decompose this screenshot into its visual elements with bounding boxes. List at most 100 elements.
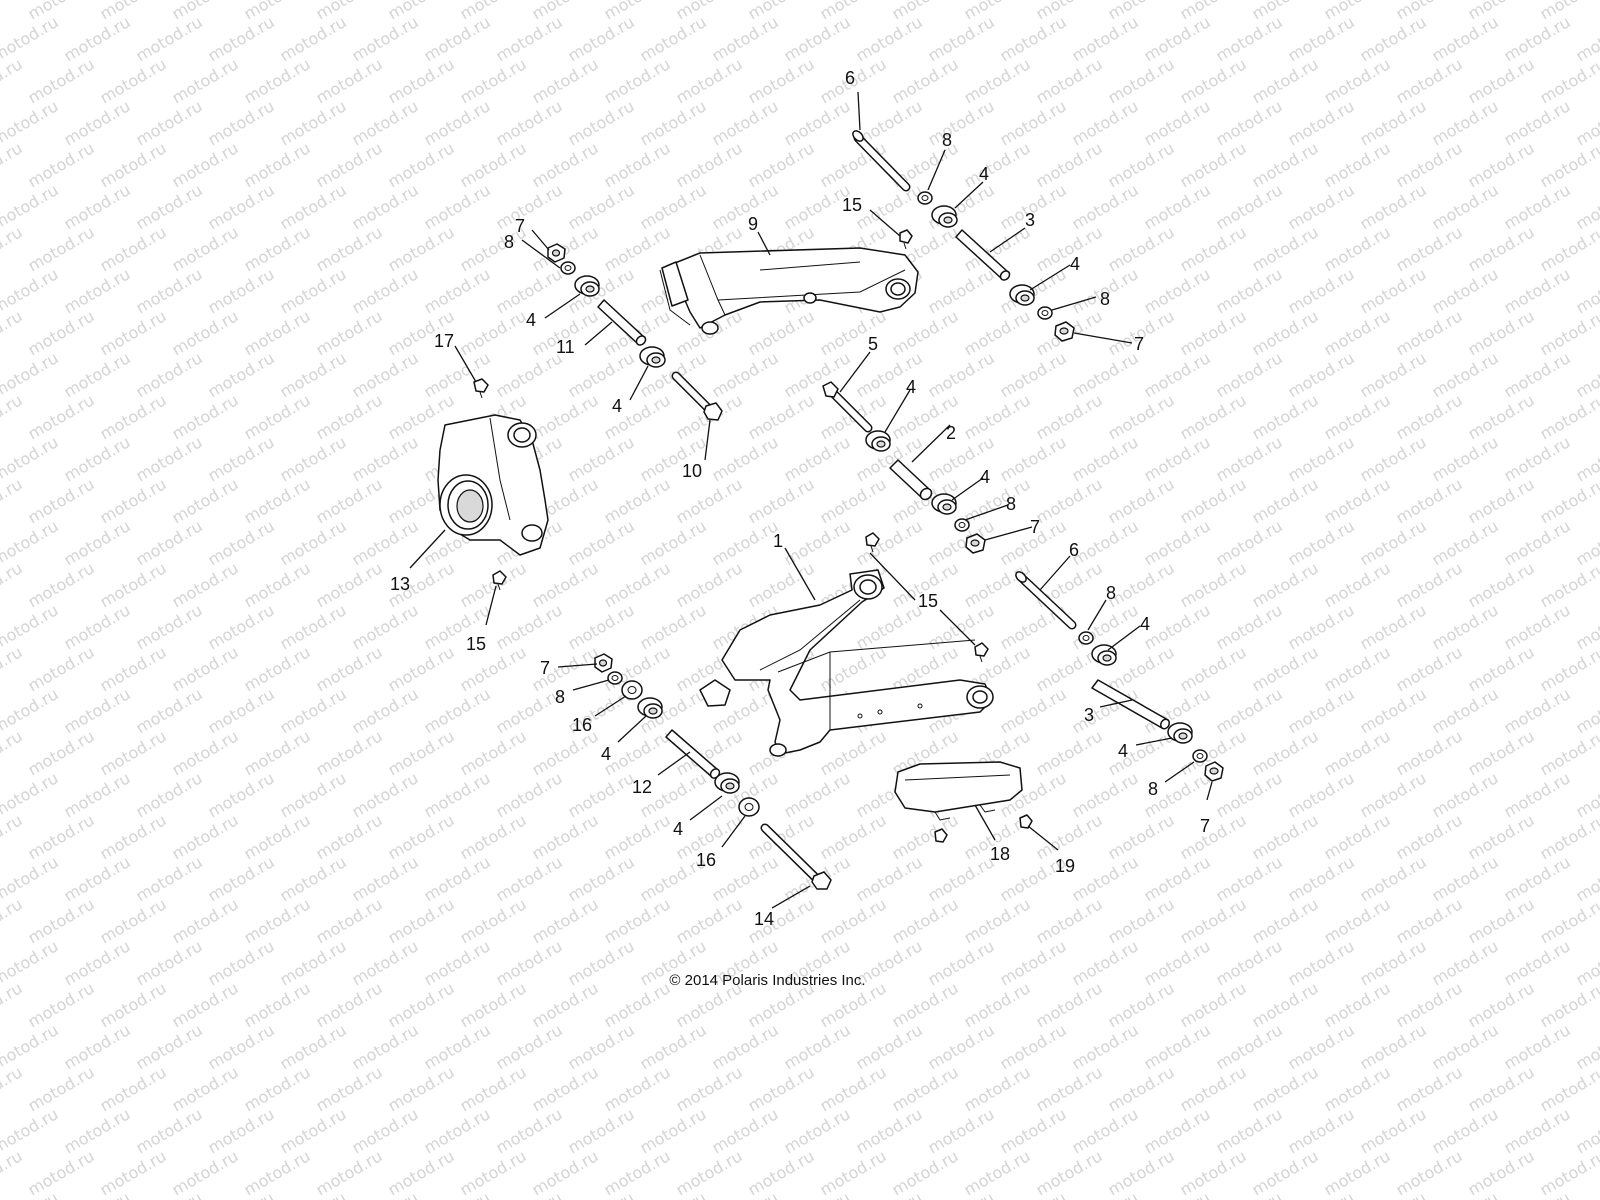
watermark-text: motod.ru — [1069, 1020, 1142, 1073]
watermark-text: motod.ru — [961, 474, 1034, 527]
watermark-text: motod.ru — [1069, 1188, 1142, 1200]
callout-3: 3 — [1084, 705, 1094, 725]
watermark-text: motod.ru — [349, 600, 422, 653]
watermark-text: motod.ru — [709, 180, 782, 233]
watermark-text: motod.ru — [457, 558, 530, 611]
watermark-text: motod.ru — [1393, 1146, 1466, 1199]
watermark-text: motod.ru — [241, 894, 314, 947]
watermark-text: motod.ru — [385, 642, 458, 695]
watermark-text: motod.ru — [385, 54, 458, 107]
watermark-text: motod.ru — [1537, 1062, 1600, 1115]
callout-4: 4 — [612, 396, 622, 416]
watermark-text: motod.ru — [1033, 54, 1106, 107]
callout-17: 17 — [434, 331, 454, 351]
watermark-text: motod.ru — [925, 1104, 998, 1157]
watermark-text: motod.ru — [1357, 12, 1430, 65]
watermark-text: motod.ru — [457, 306, 530, 359]
watermark-text: motod.ru — [349, 516, 422, 569]
watermark-text: motod.ru — [889, 894, 962, 947]
watermark-text: motod.ru — [205, 1188, 278, 1200]
watermark-text: motod.ru — [1141, 1104, 1214, 1157]
watermark-text: motod.ru — [493, 180, 566, 233]
watermark-text: motod.ru — [1033, 894, 1106, 947]
watermark-text: motod.ru — [1285, 684, 1358, 737]
watermark-text: motod.ru — [1285, 768, 1358, 821]
watermark-text: motod.ru — [385, 726, 458, 779]
watermark-text: motod.ru — [0, 894, 26, 947]
watermark-text: motod.ru — [1213, 12, 1286, 65]
watermark-text: motod.ru — [817, 726, 890, 779]
watermark-text: motod.ru — [277, 96, 350, 149]
watermark-text: motod.ru — [673, 1146, 746, 1199]
watermark-text: motod.ru — [1069, 516, 1142, 569]
watermark-text: motod.ru — [1177, 558, 1250, 611]
watermark-text: motod.ru — [1321, 54, 1394, 107]
callout-8: 8 — [1100, 289, 1110, 309]
watermark-text: motod.ru — [745, 0, 818, 23]
watermark-text: motod.ru — [1321, 642, 1394, 695]
watermark-text: motod.ru — [25, 390, 98, 443]
watermark-text: motod.ru — [1429, 180, 1502, 233]
watermark-text: motod.ru — [817, 0, 890, 23]
watermark-text: motod.ru — [277, 180, 350, 233]
watermark-text: motod.ru — [1105, 54, 1178, 107]
watermark-text: motod.ru — [817, 894, 890, 947]
watermark-text: motod.ru — [205, 1104, 278, 1157]
watermark-text: motod.ru — [0, 810, 26, 863]
watermark-text: motod.ru — [1465, 222, 1538, 275]
callout-6: 6 — [845, 68, 855, 88]
watermark-text: motod.ru — [205, 852, 278, 905]
watermark-text: motod.ru — [1321, 138, 1394, 191]
callout-18: 18 — [990, 844, 1010, 864]
watermark-text: motod.ru — [781, 348, 854, 401]
watermark-text: motod.ru — [313, 222, 386, 275]
watermark-text: motod.ru — [1465, 138, 1538, 191]
watermark-text: motod.ru — [601, 894, 674, 947]
watermark-text: motod.ru — [0, 558, 26, 611]
watermark-text: motod.ru — [889, 54, 962, 107]
watermark-text: motod.ru — [1537, 474, 1600, 527]
watermark-text: motod.ru — [1537, 810, 1600, 863]
watermark-text: motod.ru — [97, 642, 170, 695]
watermark-text: motod.ru — [1357, 600, 1430, 653]
watermark-text: motod.ru — [0, 390, 26, 443]
watermark-text: motod.ru — [421, 348, 494, 401]
callout-6: 6 — [1069, 540, 1079, 560]
watermark-text: motod.ru — [1537, 978, 1600, 1031]
watermark-text: motod.ru — [1465, 1146, 1538, 1199]
watermark-text: motod.ru — [169, 726, 242, 779]
watermark-text: motod.ru — [1105, 1146, 1178, 1199]
watermark-text: motod.ru — [1321, 558, 1394, 611]
watermark-text: motod.ru — [493, 1020, 566, 1073]
watermark-text: motod.ru — [1501, 600, 1574, 653]
watermark-text: motod.ru — [277, 768, 350, 821]
callout-7: 7 — [540, 658, 550, 678]
watermark-text: motod.ru — [1105, 390, 1178, 443]
watermark-text: motod.ru — [1249, 642, 1322, 695]
watermark-text: motod.ru — [637, 1104, 710, 1157]
part-7-nut-upper-right — [1054, 321, 1075, 342]
watermark-text: motod.ru — [601, 474, 674, 527]
watermark-text: motod.ru — [853, 1104, 926, 1157]
watermark-text: motod.ru — [529, 810, 602, 863]
part-15-fastener-mid-top — [865, 532, 880, 553]
watermark-text: motod.ru — [1501, 12, 1574, 65]
watermark-text: motod.ru — [1285, 600, 1358, 653]
callout-8: 8 — [504, 232, 514, 252]
watermark-text: motod.ru — [1177, 138, 1250, 191]
watermark-text: motod.ru — [1465, 306, 1538, 359]
watermark-text: motod.ru — [169, 54, 242, 107]
watermark-text: motod.ru — [169, 222, 242, 275]
watermark-text: motod.ru — [1033, 0, 1106, 23]
watermark-text: motod.ru — [1177, 54, 1250, 107]
watermark-text: motod.ru — [565, 180, 638, 233]
watermark-text: motod.ru — [97, 222, 170, 275]
watermark-text: motod.ru — [133, 768, 206, 821]
watermark-text: motod.ru — [1249, 54, 1322, 107]
part-3-tube-upper — [955, 229, 1011, 281]
watermark-text: motod.ru — [1357, 1188, 1430, 1200]
watermark-text: motod.ru — [97, 54, 170, 107]
watermark-text: motod.ru — [1393, 558, 1466, 611]
callout-12: 12 — [632, 777, 652, 797]
watermark-text: motod.ru — [1249, 222, 1322, 275]
